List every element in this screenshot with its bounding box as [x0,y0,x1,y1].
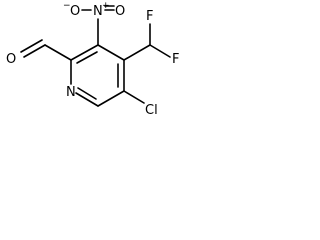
aldehyde-bond-c2-c [44,44,72,61]
ring-nitrogen-label: N [66,85,76,100]
fluorine-right-label: F [172,52,179,67]
fluorine-top-label: F [146,9,153,24]
nitro-oxygen-charge: − [63,1,71,11]
ring-bond-c6-n1-inner [77,87,97,100]
ring-bond-c6-n1 [75,92,99,107]
ring-bond-c2-c3 [70,44,99,61]
chlorine-label: Cl [145,103,158,118]
nitro-oxygen-label: O [115,4,125,19]
nitro-nitrogen-charge: + [102,1,110,11]
aldehyde-double-bond-inner [20,39,43,53]
nitro-oxygen-minus-label: O [70,4,80,19]
cf2-bond-c4-c [123,44,151,61]
aldehyde-oxygen-label: O [6,52,16,67]
ring-bond-c2-c3-inner [76,51,98,64]
chemical-structure-diagram: O O − N + O F F N Cl [6,1,179,118]
aldehyde-double-bond-outer [23,44,46,58]
cf2-bond-c-f-right [149,44,171,58]
nitro-nitrogen-label: N [93,4,103,19]
ring-bond-c5-c6 [97,90,125,107]
ring-bond-c3-c4 [97,44,125,61]
chlorine-bond [123,90,145,104]
